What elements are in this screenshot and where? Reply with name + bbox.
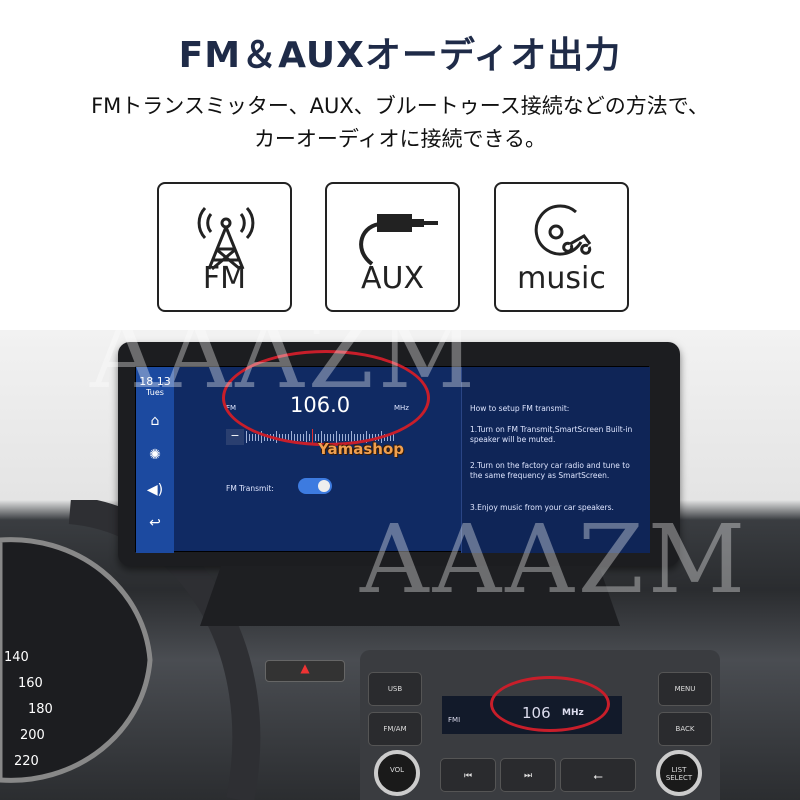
brightness-icon[interactable]: ✺ bbox=[149, 447, 161, 463]
gauge-tick: 140 bbox=[4, 650, 29, 665]
dial-tick bbox=[255, 433, 256, 441]
fm-transmit-label: FM Transmit: bbox=[226, 484, 274, 493]
clock-day: Tues bbox=[146, 388, 164, 397]
feature-label: AUX bbox=[360, 261, 425, 296]
radio-tower-icon bbox=[197, 206, 255, 271]
usb-button[interactable]: USB bbox=[368, 672, 422, 706]
dial-tick bbox=[258, 433, 259, 441]
feature-fm: FM bbox=[157, 182, 292, 312]
dial-tick bbox=[387, 433, 388, 441]
speedometer bbox=[0, 537, 153, 783]
previous-track-icon[interactable]: ⏮ bbox=[440, 758, 496, 792]
dial-tick bbox=[246, 431, 247, 443]
instructions-panel: How to setup FM transmit: 1.Turn on FM T… bbox=[461, 367, 650, 553]
aux-cable-icon bbox=[359, 214, 438, 266]
frequency-down-button[interactable]: − bbox=[226, 429, 244, 445]
band-indicator: FMI bbox=[448, 716, 461, 724]
dial-tick bbox=[249, 433, 250, 441]
music-disc-icon bbox=[534, 204, 592, 256]
instruction-step: 1.Turn on FM Transmit,SmartScreen Built-… bbox=[470, 425, 633, 444]
feature-label: FM bbox=[202, 261, 247, 296]
back-icon[interactable]: ↩ bbox=[149, 515, 161, 531]
feature-music: music bbox=[494, 182, 629, 312]
page-title: FM＆AUXオーディオ出力 bbox=[178, 35, 622, 76]
instruction-step: 3.Enjoy music from your car speakers. bbox=[470, 503, 614, 512]
hazard-button[interactable]: ▲ bbox=[265, 660, 345, 682]
car-radio-unit: USB FM/AM MENU BACK FMI 106 MHz VOL LIST… bbox=[360, 650, 720, 800]
back-button[interactable]: BACK bbox=[658, 712, 712, 746]
feature-aux: AUX bbox=[325, 182, 460, 312]
highlight-circle bbox=[490, 676, 610, 732]
shop-overlay-text: Yamashop bbox=[318, 440, 405, 458]
gauge-tick: 220 bbox=[14, 754, 39, 769]
gauge-tick: 200 bbox=[20, 728, 45, 743]
sidebar: 18 13 Tues ⌂ ✺ ◀) ↩ bbox=[136, 367, 174, 553]
dial-tick bbox=[252, 433, 253, 441]
fm-am-button[interactable]: FM/AM bbox=[368, 712, 422, 746]
dial-tick bbox=[393, 433, 394, 441]
menu-button[interactable]: MENU bbox=[658, 672, 712, 706]
feature-label: music bbox=[517, 261, 606, 296]
usb-icon[interactable]: ⭠ bbox=[560, 758, 636, 792]
car-dashboard-photo: 140 160 180 200 220 ▲ 18 13 Tues ⌂ ✺ ◀) … bbox=[0, 330, 800, 800]
home-icon[interactable]: ⌂ bbox=[150, 413, 160, 429]
volume-icon[interactable]: ◀) bbox=[146, 482, 164, 498]
watermark: AAAZM bbox=[360, 505, 750, 615]
device-mount bbox=[200, 566, 620, 626]
gauge-tick: 160 bbox=[18, 676, 43, 691]
instructions-heading: How to setup FM transmit: bbox=[470, 404, 570, 413]
subtitle-line-1: FMトランスミッター、AUX、ブルートゥース接続などの方法で、 bbox=[91, 94, 709, 118]
list-select-knob[interactable]: LIST SELECT bbox=[656, 750, 702, 796]
volume-knob[interactable]: VOL bbox=[374, 750, 420, 796]
subtitle-line-2: カーオーディオに接続できる。 bbox=[253, 127, 547, 151]
instruction-step: 2.Turn on the factory car radio and tune… bbox=[470, 461, 630, 480]
watermark: AAAZM bbox=[90, 330, 480, 410]
dial-tick bbox=[390, 433, 391, 441]
dial-tick bbox=[261, 431, 262, 443]
clock-time: 18 13 bbox=[139, 375, 171, 388]
highlight-circle bbox=[222, 350, 430, 446]
gauge-tick: 180 bbox=[28, 702, 53, 717]
next-track-icon[interactable]: ⏭ bbox=[500, 758, 556, 792]
fm-transmit-toggle[interactable] bbox=[298, 478, 332, 494]
